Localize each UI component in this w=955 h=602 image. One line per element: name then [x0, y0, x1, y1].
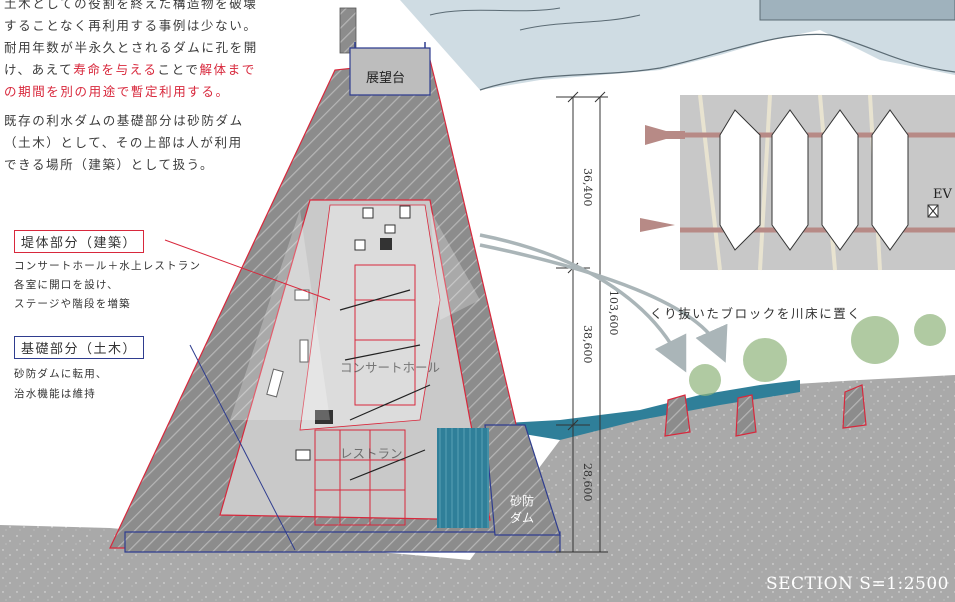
sabo-dam-label-2: ダム	[510, 510, 534, 525]
lower-note-2: 治水機能は維持	[14, 388, 96, 400]
ev-label: EV	[933, 187, 952, 202]
restaurant-label: レストラン	[340, 446, 403, 461]
block-arrows	[479, 233, 728, 373]
intro-line-4-a: け、あえて	[4, 62, 74, 77]
vegetation	[689, 314, 946, 396]
upper-note-2: 各室に開口を設け、	[14, 279, 119, 291]
section-scale-label: SECTION S=1:2500	[765, 574, 949, 594]
intro-line-3: 耐用年数が半永久とされるダムに孔を開	[4, 40, 258, 55]
lower-note-1: 砂防ダムに転用、	[14, 368, 108, 380]
blocks-caption: くり抜いたブロックを川床に置く	[650, 306, 862, 321]
mountain-illustration	[400, 0, 955, 91]
concert-hall-label: コンサートホール	[340, 360, 440, 375]
upper-note-1: コンサートホール＋水上レストラン	[14, 260, 202, 272]
intro-line-4-red-1: 寿命を与える	[73, 62, 158, 77]
dimension-lines	[556, 91, 608, 553]
intro-line-4-red-2: 解体まで	[199, 62, 256, 77]
ev-inset	[640, 94, 955, 271]
upper-part-box: 堤体部分（建築）	[14, 230, 145, 253]
dam-body	[109, 7, 561, 553]
river-water	[470, 380, 800, 440]
intro-line-4-b: ことで	[157, 62, 200, 77]
intro2-line-1: 既存の利水ダムの基礎部分は砂防ダム	[4, 113, 244, 128]
intro-line-4: け、あえて寿命を与えることで解体まで	[4, 59, 256, 78]
dim-middle: 38,600	[581, 325, 594, 364]
dim-total: 103,600	[607, 290, 620, 336]
intro2-line-2: （土木）として、その上部は人が利用	[4, 135, 243, 150]
sabo-dam-label-1: 砂防	[510, 493, 534, 508]
intro-line-5: の期間を別の用途で暫定利用する。	[4, 84, 230, 99]
intro-line-1: 土木としての役割を終えた構造物を破壊	[4, 0, 258, 11]
dim-upper: 36,400	[581, 168, 594, 207]
upper-note-3: ステージや階段を増築	[14, 298, 131, 310]
dim-lower: 28,600	[581, 463, 594, 502]
intro2-line-3: できる場所（建築）として扱う。	[4, 157, 215, 172]
intro-line-2: することなく再利用する事例は少ない。	[4, 18, 258, 33]
lower-part-box: 基礎部分（土木）	[14, 336, 145, 359]
placed-blocks	[664, 384, 867, 437]
observatory-label: 展望台	[366, 70, 405, 86]
